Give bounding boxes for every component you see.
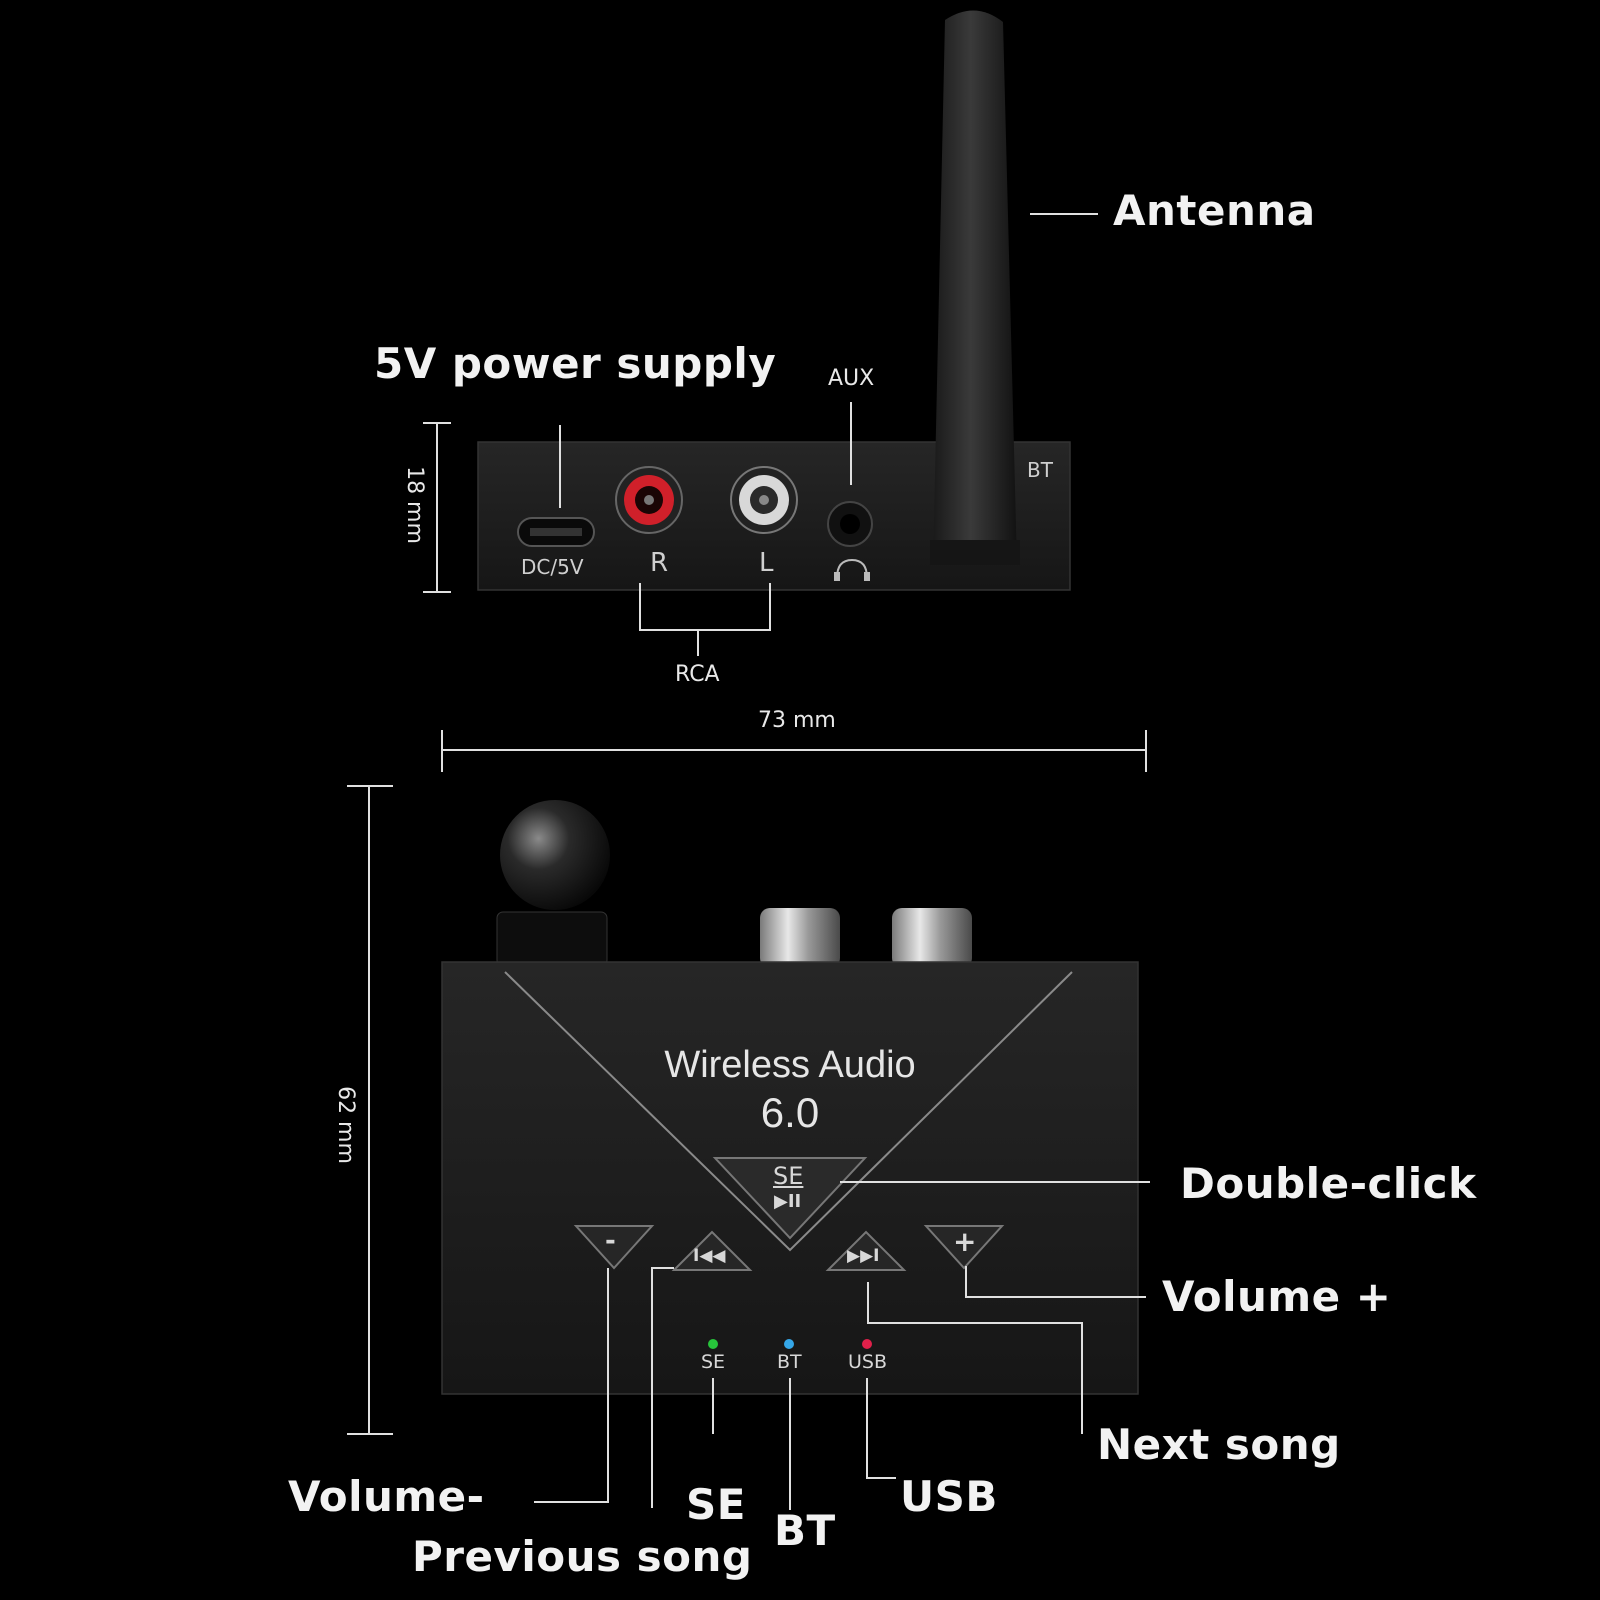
led-usb xyxy=(862,1339,872,1349)
plus-icon: + xyxy=(953,1225,977,1258)
aux-label: AUX xyxy=(828,366,875,391)
decorative-v-line xyxy=(504,971,1073,1252)
callout-se: SE xyxy=(686,1480,746,1529)
se-play-pause-button[interactable] xyxy=(712,1157,868,1240)
se-button-text: SE xyxy=(773,1162,804,1190)
port-l-label: L xyxy=(759,548,774,578)
callout-power-supply: 5V power supply xyxy=(374,339,777,388)
rca-tops xyxy=(760,908,972,968)
led-bt-label: BT xyxy=(777,1351,802,1373)
led-se xyxy=(708,1339,718,1349)
callout-usb: USB xyxy=(900,1472,998,1521)
headphone-icon xyxy=(836,558,868,579)
led-usb-label: USB xyxy=(848,1351,888,1373)
aux-jack xyxy=(827,501,873,547)
callout-next-song: Next song xyxy=(1097,1420,1341,1469)
next-button[interactable] xyxy=(825,1230,907,1271)
minus-icon: - xyxy=(605,1226,616,1256)
width-dimension-label: 73 mm xyxy=(758,708,836,733)
callout-double-click: Double-click xyxy=(1180,1159,1477,1208)
previous-icon: I◀◀ xyxy=(693,1246,726,1266)
next-icon: ▶▶I xyxy=(847,1246,880,1266)
antenna xyxy=(930,10,1020,565)
previous-button[interactable] xyxy=(671,1230,753,1271)
rca-label: RCA xyxy=(675,662,720,687)
callout-previous-song: Previous song xyxy=(412,1532,753,1581)
antenna-base xyxy=(496,800,610,967)
callout-volume-plus: Volume + xyxy=(1162,1272,1392,1321)
panel-version: 6.0 xyxy=(760,1089,820,1136)
led-bt xyxy=(784,1339,794,1349)
port-dc-label: DC/5V xyxy=(521,555,584,579)
port-r-label: R xyxy=(650,548,669,578)
panel-title: Wireless Audio xyxy=(664,1044,916,1086)
rca-left-jack xyxy=(730,466,798,534)
callout-volume-minus: Volume- xyxy=(288,1472,485,1521)
play-pause-icon: ▶II xyxy=(774,1191,802,1212)
volume-plus-button[interactable] xyxy=(923,1225,1005,1270)
height-dimension-label: 18 mm xyxy=(401,466,427,544)
rca-right-jack xyxy=(615,466,683,534)
depth-dimension-label: 62 mm xyxy=(332,1086,358,1164)
led-se-label: SE xyxy=(701,1351,726,1373)
volume-minus-button[interactable] xyxy=(573,1225,655,1270)
bt-label: BT xyxy=(1027,458,1053,482)
callout-bt: BT xyxy=(774,1506,836,1555)
callout-antenna: Antenna xyxy=(1113,186,1316,235)
